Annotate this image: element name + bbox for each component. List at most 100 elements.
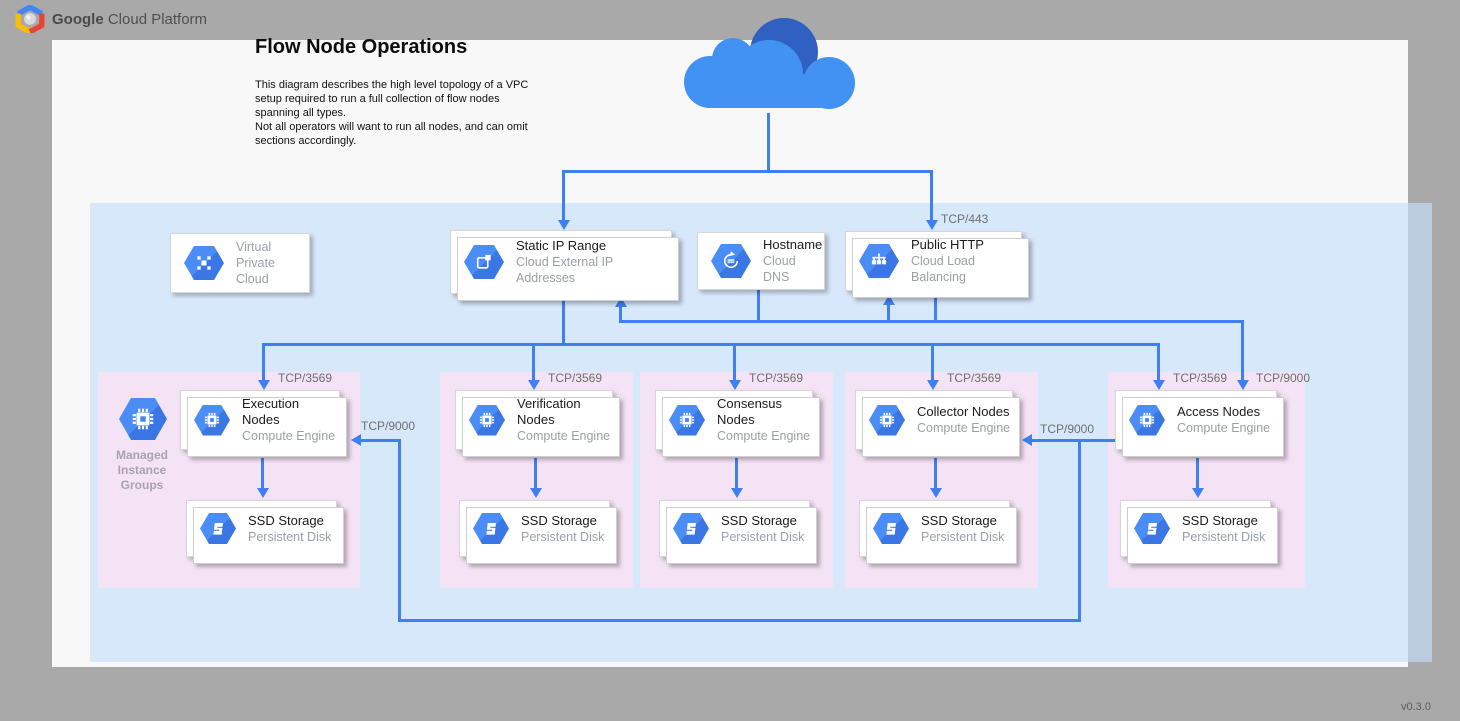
consensus-title: Consensus Nodes [717, 396, 783, 427]
execution-ssd-title: SSD Storage [248, 512, 324, 528]
public-http-card: Public HTTP Cloud Load Balancing [845, 231, 1029, 298]
execution-ssd-card: SSD Storage Persistent Disk [186, 500, 344, 564]
static-ip-range-card: Static IP Range Cloud External IP Addres… [450, 230, 679, 301]
port-label-tcp9000-execution: TCP/9000 [361, 419, 416, 433]
up-leg-line [398, 439, 401, 622]
port-label-tcp443: TCP/443 [941, 212, 989, 226]
port-label-tcp3569-collector: TCP/3569 [947, 371, 1002, 385]
compute-engine-icon [194, 404, 230, 436]
arrow-collector-storage [930, 488, 942, 498]
into-execution-9000-line [360, 439, 401, 442]
hostname-title: Hostname [763, 237, 823, 252]
arrow-into-access-9000 [1237, 380, 1249, 390]
arrow-execution-storage [257, 488, 269, 498]
arrow-into-verification [528, 380, 540, 390]
consensus-ssd-title: SSD Storage [721, 512, 797, 528]
collector-storage-stem [934, 458, 937, 488]
collector-ssd-title: SSD Storage [921, 512, 997, 528]
gcp-logo-text: Google Cloud Platform [52, 11, 207, 28]
verification-storage-stem [534, 458, 537, 488]
port-label-tcp9000-collector: TCP/9000 [1040, 422, 1095, 436]
access-ssd-subtitle: Persistent Disk [1182, 529, 1266, 544]
execution-subtitle: Compute Engine [242, 429, 336, 443]
arrow-into-access [1153, 380, 1165, 390]
hostname-card: DNS Hostname Cloud DNS [697, 232, 825, 290]
load-balancing-icon [859, 244, 899, 278]
cloud-stem-line [767, 113, 770, 172]
drop-verification-line [532, 343, 535, 380]
access-subtitle: Compute Engine [1177, 421, 1271, 435]
collector-ssd-card: SSD Storage Persistent Disk [859, 500, 1017, 564]
execution-title: Execution Nodes [242, 396, 300, 427]
arrow-access-storage [1192, 488, 1204, 498]
arrow-verification-storage [530, 488, 542, 498]
arrow-into-collector-9000 [1022, 434, 1032, 446]
logo-cloud-platform: Cloud Platform [103, 11, 208, 28]
persistent-disk-icon [200, 513, 236, 544]
access-to-collector-line [1031, 439, 1116, 442]
persistent-disk-icon [873, 513, 909, 544]
consensus-ssd-subtitle: Persistent Disk [721, 529, 805, 544]
access-ssd-card: SSD Storage Persistent Disk [1120, 500, 1278, 564]
verification-ssd-card: SSD Storage Persistent Disk [459, 500, 617, 564]
persistent-disk-icon [1134, 513, 1170, 544]
compute-engine-icon [869, 404, 905, 436]
virtual-private-cloud-card: Virtual Private Cloud [170, 233, 310, 293]
execution-ssd-subtitle: Persistent Disk [248, 529, 332, 544]
drop-access-9000-line [1241, 320, 1244, 380]
port-label-tcp3569-execution: TCP/3569 [278, 371, 333, 385]
top-split-line [562, 170, 933, 173]
port-label-tcp3569-verification: TCP/3569 [548, 371, 603, 385]
compute-engine-icon [1129, 404, 1165, 436]
arrow-up-into-static-ip [615, 297, 627, 307]
arrow-into-static-ip [558, 220, 570, 230]
static-ip-subtitle: Cloud External IP Addresses [516, 255, 614, 285]
compute-engine-icon [469, 404, 505, 436]
consensus-subtitle: Compute Engine [717, 429, 811, 443]
svg-text:DNS: DNS [728, 260, 734, 264]
port-label-tcp9000-access: TCP/9000 [1256, 371, 1311, 385]
up-stem-static-ip-line [619, 307, 622, 322]
main-distribution-line [262, 343, 1159, 346]
drop-to-static-ip-line [562, 170, 565, 221]
gcp-logo-icon [15, 5, 45, 33]
persistent-disk-icon [473, 513, 509, 544]
arrow-up-into-public-http [883, 295, 895, 305]
arrow-into-collector [927, 380, 939, 390]
vpc-card-line2: Private Cloud [236, 256, 275, 286]
verification-ssd-subtitle: Persistent Disk [521, 529, 605, 544]
access-title: Access Nodes [1177, 404, 1261, 419]
arrow-into-public-http [926, 220, 938, 230]
external-ip-icon [464, 245, 504, 279]
consensus-nodes-card: Consensus Nodes Compute Engine [655, 390, 820, 457]
cloud-internet-icon [684, 18, 855, 109]
managed-instance-groups-icon [119, 398, 167, 440]
diagram-description: This diagram describes the high level to… [255, 79, 529, 147]
managed-instance-groups-label: Managed Instance Groups [115, 448, 168, 492]
drop-collector-line [931, 343, 934, 380]
page-title: Flow Node Operations [255, 36, 468, 58]
public-http-subtitle: Cloud Load Balancing [911, 254, 975, 284]
verification-nodes-card: Verification Nodes Compute Engine [455, 390, 620, 457]
drop-execution-line [262, 343, 265, 380]
up-stem-public-http-line [887, 305, 890, 322]
arrow-consensus-storage [731, 488, 743, 498]
consensus-storage-stem [735, 458, 738, 488]
collector-title: Collector Nodes [917, 404, 1010, 419]
public-http-title: Public HTTP [911, 237, 984, 252]
hostname-stem-line [757, 290, 760, 322]
verification-ssd-title: SSD Storage [521, 512, 597, 528]
hostname-subtitle: Cloud DNS [763, 254, 796, 284]
collector-subtitle: Compute Engine [917, 421, 1011, 435]
bottom-routing-line [398, 619, 1081, 622]
logo-google: Google [52, 11, 104, 28]
execution-nodes-card: Execution Nodes Compute Engine [180, 390, 347, 457]
public-http-stem-line [934, 296, 937, 322]
verification-subtitle: Compute Engine [517, 429, 611, 443]
persistent-disk-icon [673, 513, 709, 544]
port-label-tcp3569-consensus: TCP/3569 [749, 371, 804, 385]
cloud-dns-icon: DNS [711, 244, 751, 278]
collector-nodes-card: Collector Nodes Compute Engine [855, 390, 1020, 457]
access-nodes-card: Access Nodes Compute Engine [1115, 390, 1284, 457]
